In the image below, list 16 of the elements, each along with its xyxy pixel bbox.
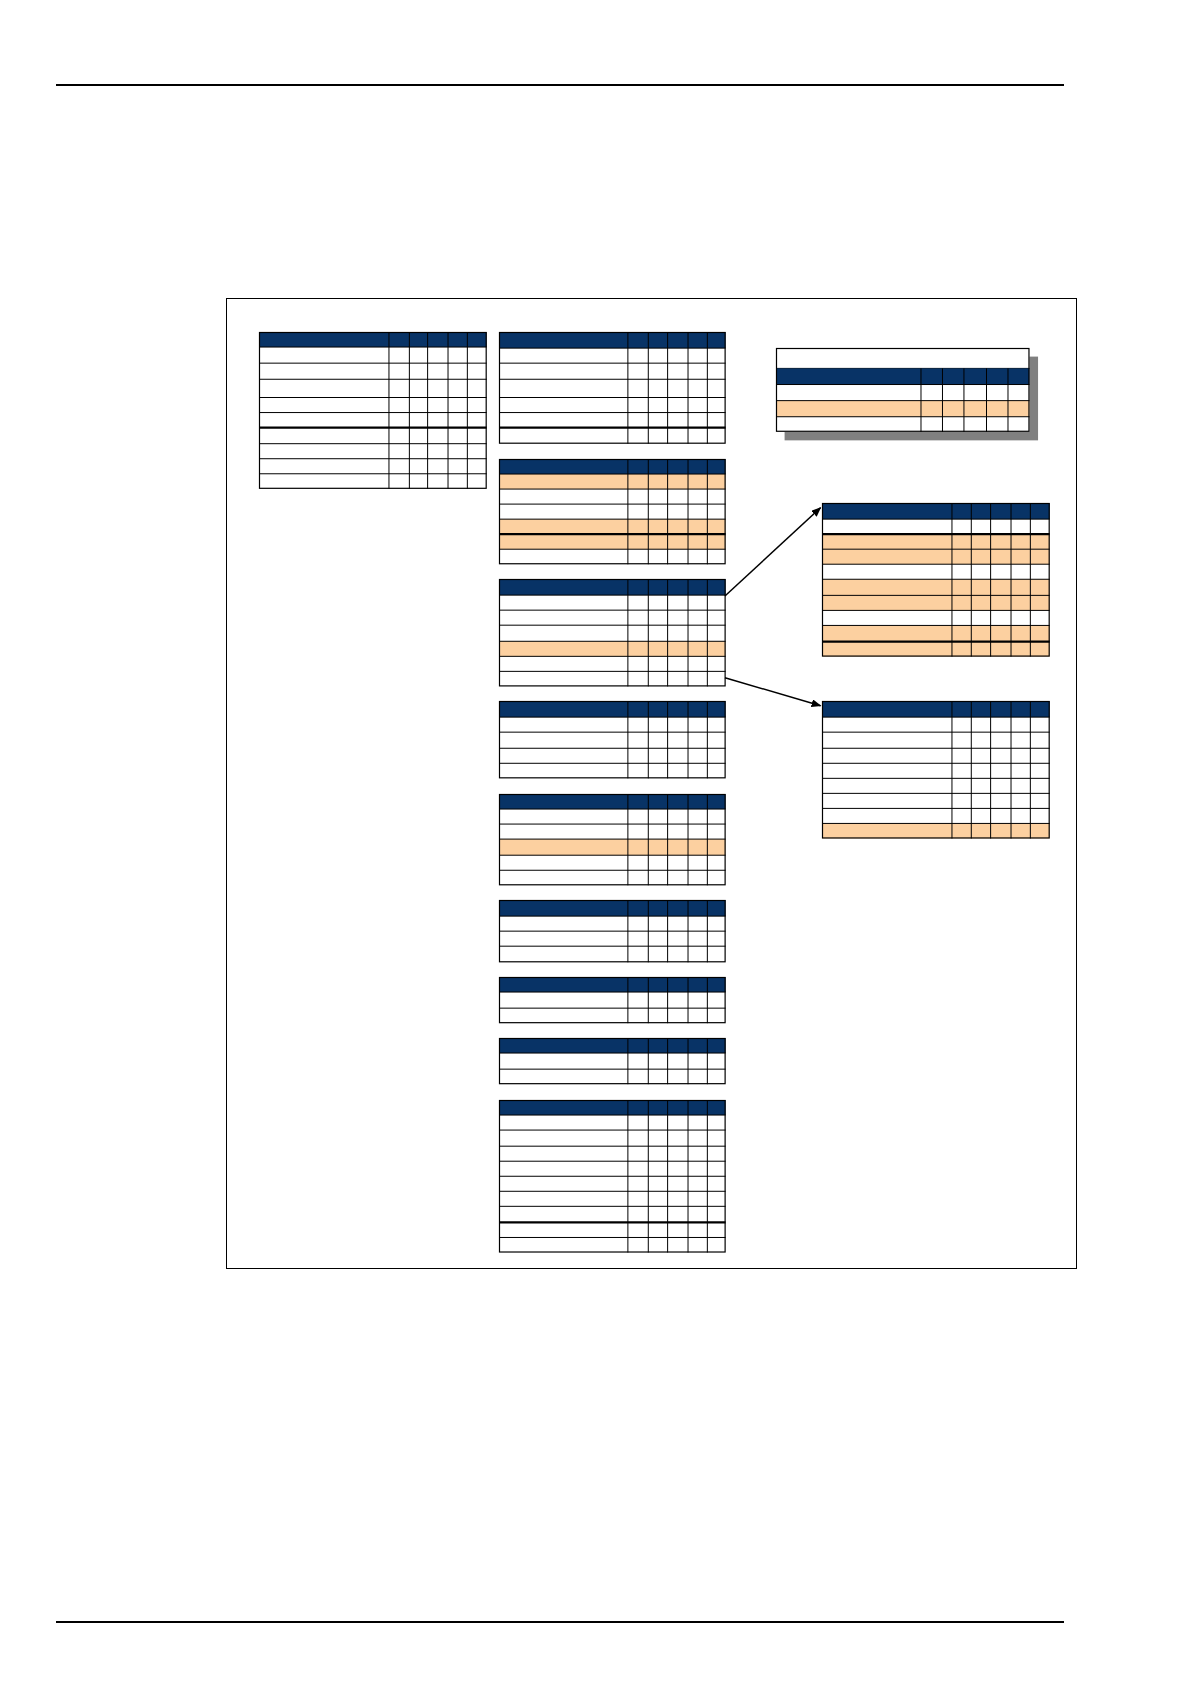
arrow bbox=[724, 506, 822, 597]
table-drawing bbox=[499, 899, 726, 963]
table-drawing bbox=[499, 578, 726, 687]
table-drawing bbox=[499, 331, 726, 444]
table-drawing bbox=[821, 701, 1050, 839]
arrow bbox=[724, 676, 822, 708]
table-drawing bbox=[258, 331, 487, 489]
table-drawing bbox=[821, 502, 1050, 657]
table-drawing bbox=[499, 458, 726, 564]
table-drawing bbox=[499, 793, 726, 885]
frame-box bbox=[225, 297, 1078, 1270]
table-drawing bbox=[499, 977, 726, 1024]
table-drawing bbox=[499, 701, 726, 779]
table-drawing bbox=[499, 1099, 726, 1253]
table-drawing bbox=[776, 347, 1039, 441]
table-drawing bbox=[499, 1038, 726, 1085]
